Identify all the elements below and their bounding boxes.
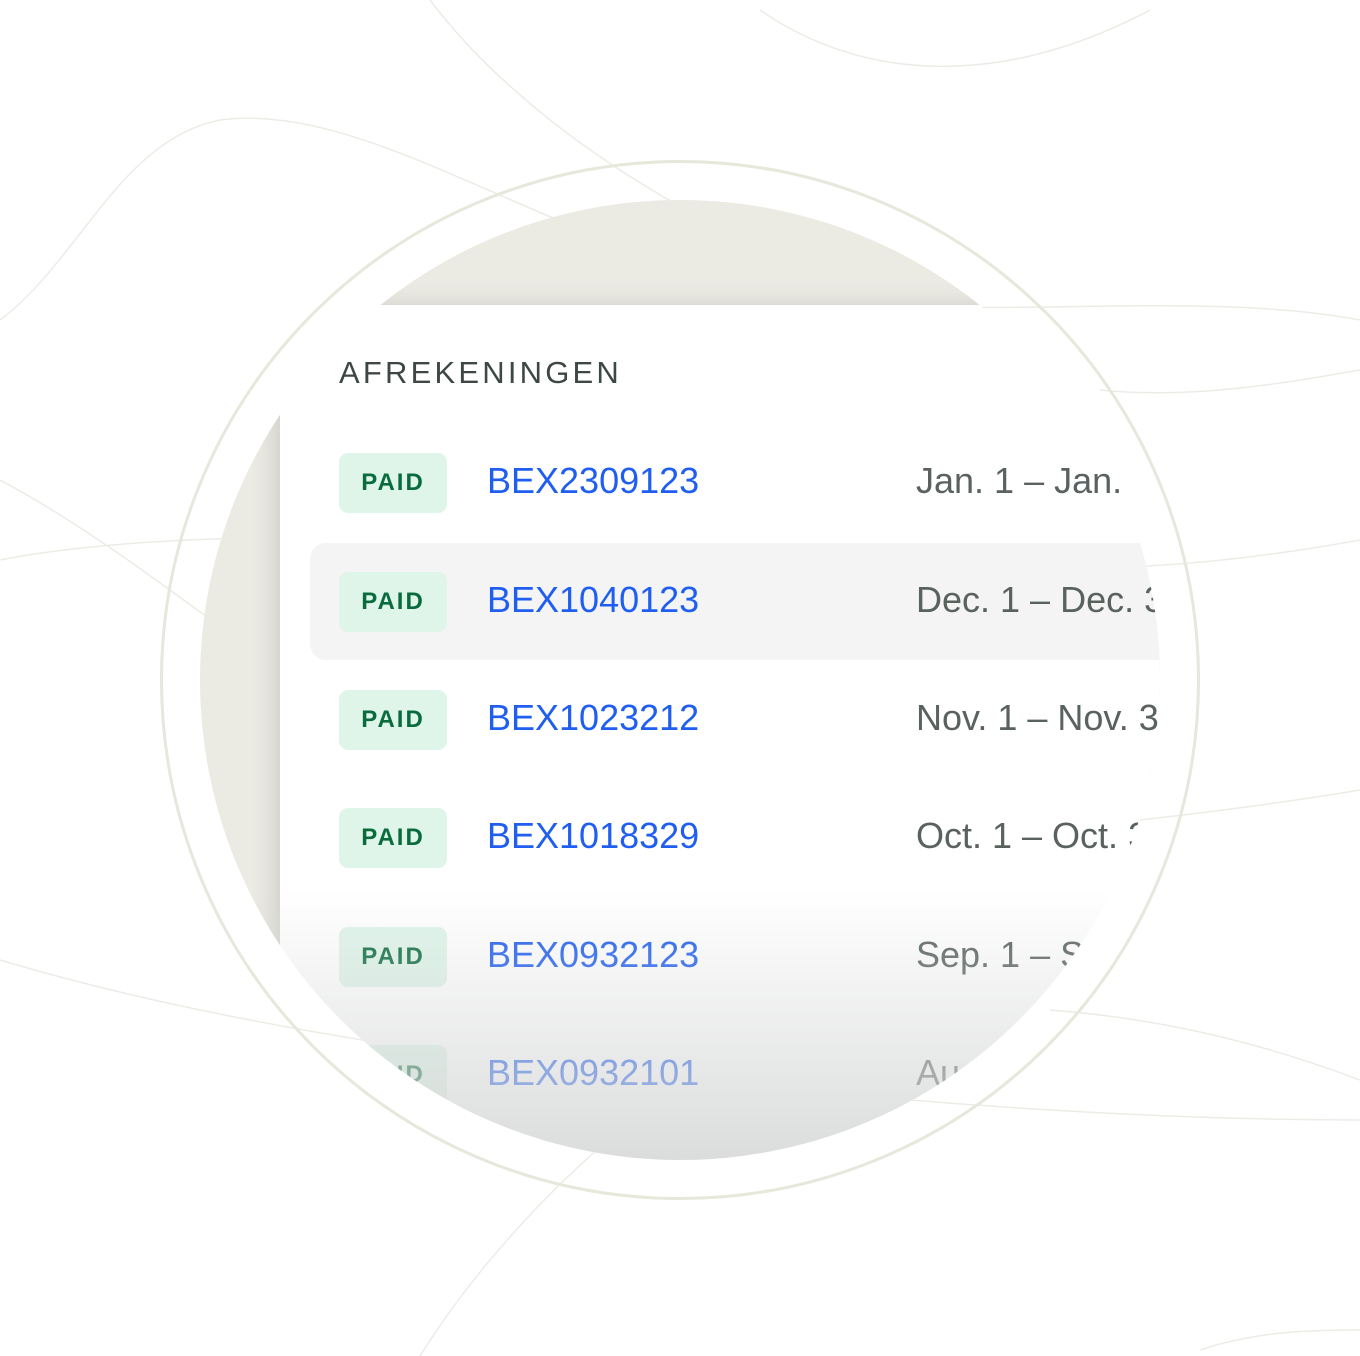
invoice-link[interactable]: BEX0932123 bbox=[487, 934, 700, 975]
invoice-link[interactable]: BEX1040123 bbox=[487, 579, 700, 620]
magnifier-lens: AFREKENINGEN PAID BEX2309123 Jan. 1 – Ja… bbox=[200, 200, 1160, 1160]
period-text: Oct. 1 – Oct. 3 bbox=[916, 815, 1149, 856]
invoice-link[interactable]: BEX2309123 bbox=[487, 460, 700, 501]
invoice-link[interactable]: BEX1018329 bbox=[487, 815, 700, 856]
status-badge: PAID bbox=[339, 1045, 447, 1105]
table-row[interactable]: PAID BEX1018329 Oct. 1 – Oct. 3 bbox=[310, 779, 1160, 896]
table-row[interactable]: PAID BEX1040123 Dec. 1 – Dec. 3 bbox=[310, 543, 1160, 660]
period-text: Au bbox=[916, 1052, 961, 1093]
magnifier-ring bbox=[160, 160, 1200, 1200]
settlements-panel: AFREKENINGEN PAID BEX2309123 Jan. 1 – Ja… bbox=[280, 305, 1160, 1160]
status-badge: PAID bbox=[339, 572, 447, 632]
table-row[interactable]: PAID BEX0932123 Sep. 1 – S bbox=[310, 898, 1160, 1015]
status-badge: PAID bbox=[339, 453, 447, 513]
period-text: Nov. 1 – Nov. 3 bbox=[916, 697, 1159, 738]
period-text: Sep. 1 – S bbox=[916, 934, 1085, 975]
table-row[interactable]: PAID BEX0932101 Au bbox=[310, 1016, 1160, 1133]
status-badge: PAID bbox=[339, 690, 447, 750]
status-badge: PAID bbox=[339, 927, 447, 987]
table-row[interactable]: PAID BEX1023212 Nov. 1 – Nov. 3 bbox=[310, 661, 1160, 778]
period-text: Dec. 1 – Dec. 3 bbox=[916, 579, 1160, 620]
panel-title: AFREKENINGEN bbox=[339, 355, 622, 390]
period-text: Jan. 1 – Jan. bbox=[916, 460, 1123, 501]
status-badge: PAID bbox=[339, 808, 447, 868]
invoice-link[interactable]: BEX1023212 bbox=[487, 697, 700, 738]
invoice-link[interactable]: BEX0932101 bbox=[487, 1052, 700, 1093]
table-row[interactable]: PAID BEX2309123 Jan. 1 – Jan. bbox=[310, 424, 1160, 541]
